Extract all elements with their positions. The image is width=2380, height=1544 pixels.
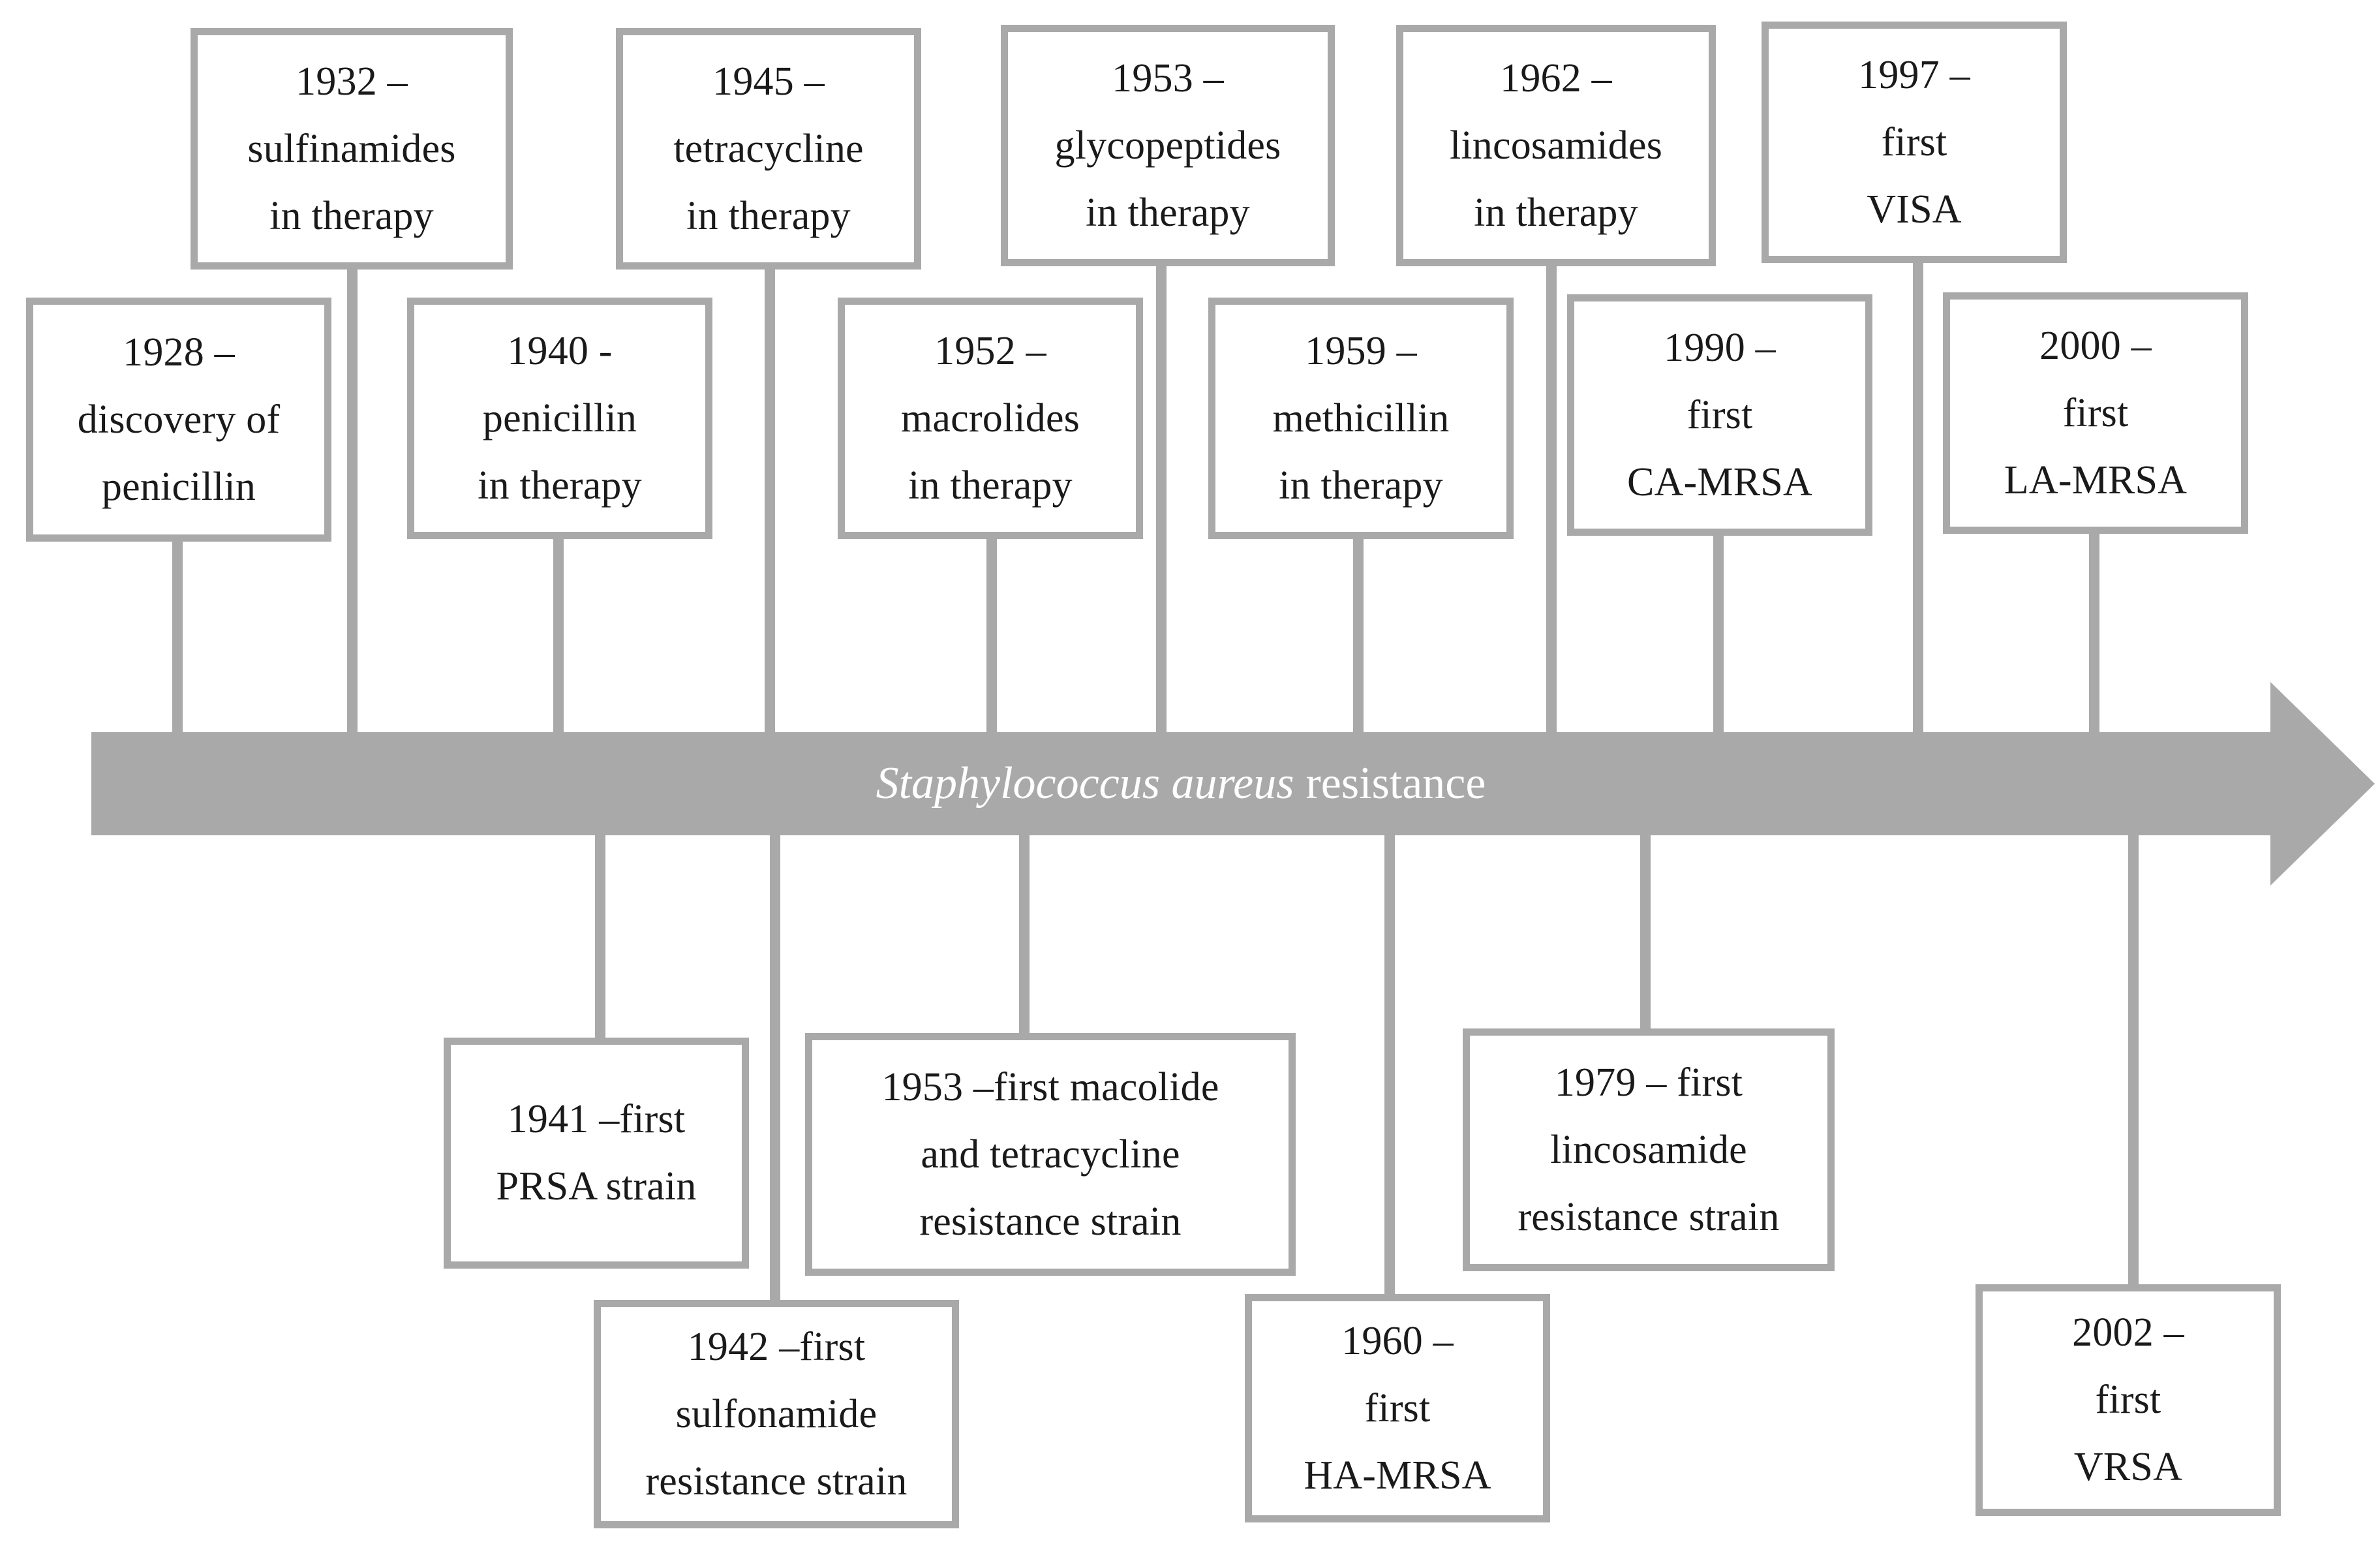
event-1979-first-lincosamide-resistance-strain: 1979 – first lincosamide resistance stra… xyxy=(1463,1028,1835,1271)
connector-1942 xyxy=(770,835,780,1300)
event-line: in therapy xyxy=(1086,190,1250,235)
event-line: 1932 – xyxy=(296,59,408,104)
connector-1960 xyxy=(1384,835,1395,1297)
event-1953-glycopeptides-in-therapy: 1953 – glycopeptides in therapy xyxy=(1001,25,1335,266)
event-line: 1960 – xyxy=(1341,1318,1454,1363)
event-line: 1928 – xyxy=(123,330,235,375)
event-line: sulfinamides xyxy=(247,126,456,171)
connector-1953-resistance xyxy=(1019,835,1030,1034)
event-line: 1942 –first xyxy=(687,1324,866,1369)
connector-1959 xyxy=(1353,537,1364,732)
event-line: tetracycline xyxy=(673,126,864,171)
event-line: first xyxy=(1686,392,1753,437)
connector-1953 xyxy=(1156,264,1167,732)
event-line: 1941 –first xyxy=(507,1097,686,1141)
event-line: lincosamide xyxy=(1550,1127,1747,1172)
event-line: 2002 – xyxy=(2072,1310,2184,1355)
event-2002-first-vrsa: 2002 – first VRSA xyxy=(1976,1284,2281,1516)
event-line: 1990 – xyxy=(1664,325,1776,370)
event-line: 1952 – xyxy=(934,328,1046,373)
event-line: 1945 – xyxy=(712,59,825,104)
event-line: 1962 – xyxy=(1500,55,1612,100)
event-1997-first-visa: 1997 – first VISA xyxy=(1762,22,2067,263)
event-1960-first-ha-mrsa: 1960 – first HA-MRSA xyxy=(1245,1294,1550,1522)
event-line: 2000 – xyxy=(2039,323,2152,368)
event-line: first xyxy=(1881,119,1947,164)
event-line: 1953 – xyxy=(1112,55,1224,100)
event-line: first xyxy=(2062,390,2129,435)
connector-1979 xyxy=(1640,835,1651,1030)
event-1932-sulfinamides-in-therapy: 1932 – sulfinamides in therapy xyxy=(191,28,513,270)
event-line: 1953 –first macolide xyxy=(881,1064,1219,1109)
event-line: VRSA xyxy=(2073,1445,2183,1489)
event-line: VISA xyxy=(1867,187,1962,232)
connector-1928 xyxy=(172,542,183,732)
event-line: PRSA strain xyxy=(496,1164,697,1209)
connector-1932 xyxy=(347,268,358,732)
event-line: glycopeptides xyxy=(1054,123,1281,168)
event-1945-tetracycline-in-therapy: 1945 – tetracycline in therapy xyxy=(616,28,921,270)
event-1941-first-prsa-strain: 1941 –first PRSA strain xyxy=(444,1038,749,1269)
event-line: penicillin xyxy=(482,395,637,440)
event-line: resistance strain xyxy=(919,1199,1182,1244)
event-line: in therapy xyxy=(269,193,434,238)
event-line: methicillin xyxy=(1272,395,1450,440)
event-1962-lincosamides-in-therapy: 1962 – lincosamides in therapy xyxy=(1396,25,1716,266)
event-line: first xyxy=(2095,1378,2161,1422)
connector-1952 xyxy=(986,537,997,732)
connector-1990 xyxy=(1713,534,1724,732)
connector-1941 xyxy=(595,835,605,1039)
event-line: penicillin xyxy=(101,464,256,509)
event-1928-discovery-of-penicillin: 1928 – discovery of penicillin xyxy=(26,298,331,542)
axis-label-resistance: resistance xyxy=(1305,758,1486,809)
connector-1997 xyxy=(1913,261,1923,732)
event-1959-methicillin-in-therapy: 1959 – methicillin in therapy xyxy=(1208,298,1514,539)
event-line: resistance strain xyxy=(1518,1194,1780,1239)
timeline-arrow-shape xyxy=(91,682,2375,886)
event-line: 1940 - xyxy=(507,328,613,373)
event-line: sulfonamide xyxy=(675,1391,877,1436)
event-line: in therapy xyxy=(1279,463,1443,508)
connector-1940 xyxy=(553,537,564,732)
event-1942-first-sulfonamide-resistance-strain: 1942 –first sulfonamide resistance strai… xyxy=(594,1300,959,1528)
event-line: and tetracycline xyxy=(921,1132,1180,1177)
event-1940-penicillin-in-therapy: 1940 - penicillin in therapy xyxy=(407,298,712,539)
event-line: macrolides xyxy=(900,395,1080,440)
timeline-axis-label: Staphylococcus aureus resistance xyxy=(91,732,2270,835)
connector-1962 xyxy=(1546,264,1557,732)
event-line: HA-MRSA xyxy=(1304,1453,1491,1498)
axis-label-organism: Staphylococcus aureus xyxy=(876,758,1294,809)
event-1952-macrolides-in-therapy: 1952 – macrolides in therapy xyxy=(838,298,1143,539)
event-line: in therapy xyxy=(478,463,642,508)
event-line: discovery of xyxy=(77,397,281,442)
event-line: in therapy xyxy=(908,463,1073,508)
event-line: first xyxy=(1364,1385,1431,1430)
event-line: 1979 – first xyxy=(1554,1060,1743,1105)
event-line: LA-MRSA xyxy=(2004,457,2188,502)
event-line: 1997 – xyxy=(1858,52,1970,97)
event-2000-first-la-mrsa: 2000 – first LA-MRSA xyxy=(1943,292,2248,534)
event-1990-first-ca-mrsa: 1990 – first CA-MRSA xyxy=(1567,294,1872,536)
event-line: in therapy xyxy=(686,193,851,238)
connector-1945 xyxy=(765,268,775,732)
connector-2000 xyxy=(2089,532,2099,732)
event-1953-first-macrolide-tetracycline-resistance-strain: 1953 –first macolide and tetracycline re… xyxy=(805,1033,1296,1276)
event-line: 1959 – xyxy=(1305,328,1417,373)
event-line: resistance strain xyxy=(645,1459,908,1504)
event-line: CA-MRSA xyxy=(1627,459,1812,504)
connector-2002 xyxy=(2128,835,2139,1289)
event-line: lincosamides xyxy=(1449,123,1663,168)
event-line: in therapy xyxy=(1474,190,1638,235)
